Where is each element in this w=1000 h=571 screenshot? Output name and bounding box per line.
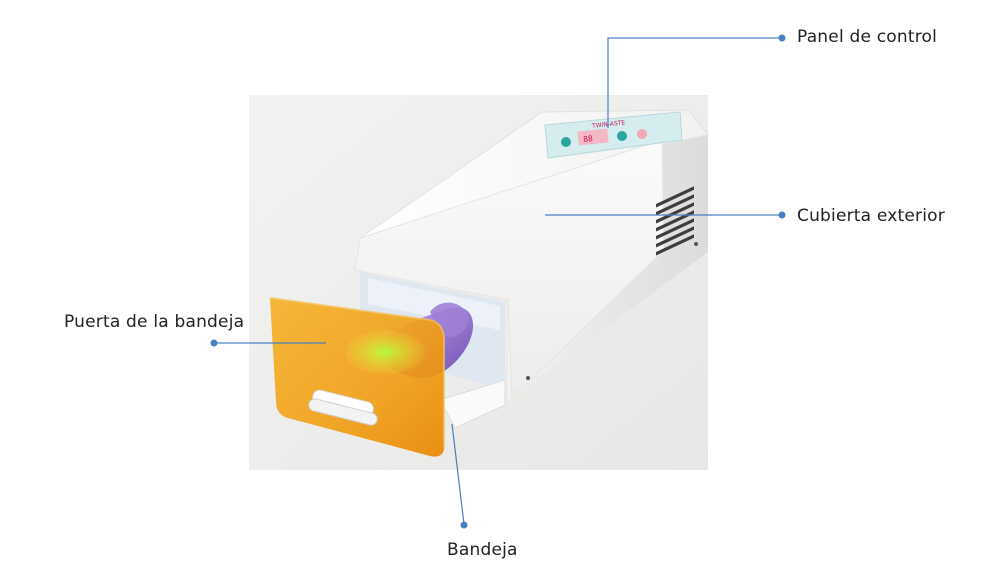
- leader-bandeja: [451, 423, 465, 525]
- callout-dot: [778, 34, 786, 42]
- callout-label-control-panel: Panel de control: [797, 27, 938, 47]
- callout-label-tray: Bandeja: [447, 540, 518, 560]
- screw-hole: [694, 242, 698, 246]
- display-window: [577, 128, 609, 146]
- tray: [439, 379, 506, 429]
- control-button-right: [617, 131, 627, 141]
- leader-lines: [215, 37, 781, 525]
- denture-object: [430, 302, 469, 337]
- callout-dot: [778, 211, 786, 219]
- callout-label-tray-door: Puerta de la bandeja: [64, 312, 245, 332]
- callout-label-outer-cover: Cubierta exterior: [797, 206, 945, 226]
- display-digits: 88: [583, 134, 594, 144]
- door-glow: [345, 330, 425, 374]
- leader-panel: [607, 37, 781, 128]
- screw-hole: [526, 376, 530, 380]
- door-handle: [308, 389, 378, 426]
- side-vents: [656, 186, 694, 256]
- control-button-start: [637, 129, 647, 139]
- callout-dot: [210, 339, 218, 347]
- callout-dot: [460, 521, 468, 529]
- control-button-left: [561, 137, 571, 147]
